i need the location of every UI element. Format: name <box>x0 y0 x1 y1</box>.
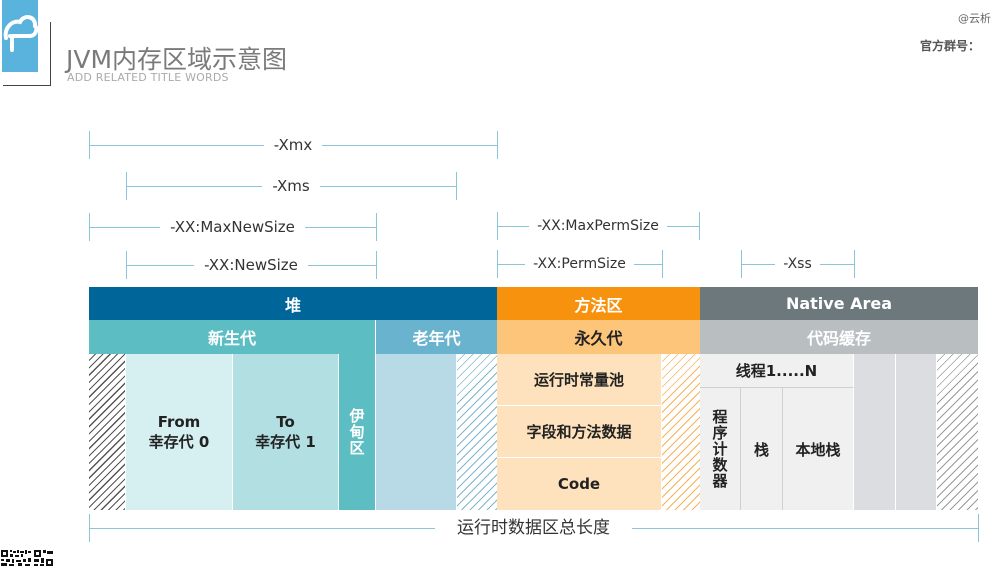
survivor-from-label-2: 幸存代 0 <box>148 432 210 451</box>
total-label: 运行时数据区总长度 <box>435 518 632 538</box>
threads-label: 线程1.....N <box>735 362 818 380</box>
field-method-data-cell: 字段和方法数据 <box>497 406 662 458</box>
eden-label: 伊甸区 <box>347 408 366 456</box>
page-subtitle: ADD RELATED TITLE WORDS <box>67 71 229 84</box>
total-label-wrap: 运行时数据区总长度 <box>89 517 978 539</box>
permsize-label-wrap: -XX:PermSize <box>497 254 662 274</box>
perm-gen-label: 永久代 <box>574 329 623 348</box>
newsize-label: -XX:NewSize <box>194 255 308 275</box>
author-label: @云析 <box>958 12 991 25</box>
perm-reserved-area <box>662 354 700 510</box>
qr-code-icon <box>0 549 54 567</box>
xss-label-wrap: -Xss <box>741 254 854 274</box>
threads-header: 线程1.....N <box>700 354 854 388</box>
perm-gen-bar: 永久代 <box>497 320 700 354</box>
young-reserved-area <box>89 354 126 510</box>
method-area-label: 方法区 <box>574 295 623 315</box>
maxnewsize-label-wrap: -XX:MaxNewSize <box>89 217 376 237</box>
xmx-right-tick <box>497 131 498 159</box>
old-gen-area <box>376 354 457 510</box>
maxpermsize-label-wrap: -XX:MaxPermSize <box>497 216 699 236</box>
xss-right-tick <box>854 250 855 278</box>
xms-label: -Xms <box>262 176 320 196</box>
logo-frame <box>3 22 51 86</box>
native-area-label: Native Area <box>785 294 893 313</box>
permsize-label: -XX:PermSize <box>525 254 634 274</box>
field-method-data-label: 字段和方法数据 <box>526 423 632 441</box>
native-gray-column-2 <box>896 354 937 510</box>
logo <box>2 0 38 72</box>
maxpermsize-label: -XX:MaxPermSize <box>529 216 667 236</box>
stack-cell: 栈 <box>741 388 783 510</box>
survivor-to-label-2: 幸存代 1 <box>255 432 316 451</box>
stack-label: 栈 <box>753 440 769 459</box>
heap-bar: 堆 <box>89 287 497 320</box>
total-right-tick <box>978 514 979 542</box>
xmx-label-wrap: -Xmx <box>89 135 497 155</box>
old-reserved-area <box>457 354 497 510</box>
survivor-from-area: From 幸存代 0 <box>126 354 233 510</box>
survivor-from-label-1: From <box>157 412 201 431</box>
xms-right-tick <box>456 172 457 200</box>
survivor-to-label-1: To <box>276 412 295 431</box>
native-area-bar: Native Area <box>700 287 978 320</box>
xmx-label: -Xmx <box>263 135 323 155</box>
program-counter-cell: 程序计数器 <box>700 388 741 510</box>
survivor-to-area: To 幸存代 1 <box>233 354 339 510</box>
code-cache-label: 代码缓存 <box>806 329 871 348</box>
code-cell: Code <box>497 458 662 510</box>
program-counter-label: 程序计数器 <box>710 409 729 489</box>
old-gen-label: 老年代 <box>412 329 461 348</box>
heap-label: 堆 <box>284 295 301 315</box>
cloud-logo-icon <box>3 15 38 52</box>
old-gen-bar: 老年代 <box>376 320 497 354</box>
xss-label: -Xss <box>775 254 820 274</box>
runtime-constant-pool-label: 运行时常量池 <box>533 371 624 389</box>
newsize-right-tick <box>376 251 377 279</box>
runtime-constant-pool-cell: 运行时常量池 <box>497 354 662 406</box>
native-stack-label: 本地栈 <box>795 440 841 459</box>
code-label: Code <box>557 475 601 493</box>
native-reserved-area <box>937 354 978 510</box>
native-gray-column-1 <box>854 354 896 510</box>
permsize-right-tick <box>662 250 663 278</box>
method-area-bar: 方法区 <box>497 287 700 320</box>
group-label: 官方群号： <box>920 39 981 53</box>
young-gen-bar: 新生代 <box>89 320 376 354</box>
native-stack-cell: 本地栈 <box>783 388 854 510</box>
maxpermsize-right-tick <box>699 212 700 240</box>
code-cache-bar: 代码缓存 <box>700 320 978 354</box>
maxnewsize-right-tick <box>376 213 377 241</box>
xms-label-wrap: -Xms <box>126 176 456 196</box>
page-title: JVM内存区域示意图 <box>66 45 288 74</box>
newsize-label-wrap: -XX:NewSize <box>126 255 376 275</box>
maxnewsize-label: -XX:MaxNewSize <box>160 217 305 237</box>
eden-area: 伊甸区 <box>339 354 376 510</box>
young-gen-label: 新生代 <box>207 329 256 348</box>
